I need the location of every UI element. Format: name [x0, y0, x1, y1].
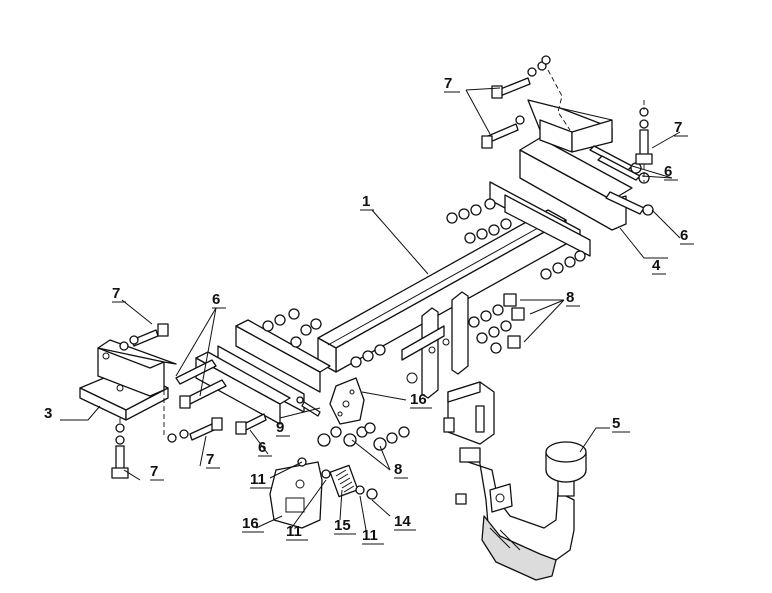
- tow-ball-neck: [455, 447, 575, 581]
- label-5: 5: [612, 415, 620, 432]
- label-7-right-upper: 7: [444, 75, 452, 92]
- label-15: 15: [334, 517, 351, 534]
- right-side-bracket: [489, 99, 633, 257]
- center-brackets: [401, 291, 469, 399]
- label-6-left-upper: 6: [212, 291, 220, 308]
- left-mounting-bracket: [79, 339, 177, 421]
- left-bracket-bolts: [175, 359, 267, 435]
- leader-lines: [60, 87, 681, 531]
- label-6-left-lower: 6: [258, 439, 266, 456]
- bolt-9: [296, 396, 321, 417]
- spring-15: [329, 464, 359, 498]
- crossbeam: [317, 209, 567, 373]
- right-upper-bolts: [481, 55, 653, 182]
- label-16-upper: 16: [410, 391, 427, 408]
- left-side-plates: [195, 319, 331, 425]
- label-7-left-lower: 7: [206, 451, 214, 468]
- label-8-center: 8: [394, 461, 402, 478]
- label-9: 9: [276, 419, 284, 436]
- label-1: 1: [362, 193, 370, 210]
- part-labels: 1 3 4 5 6 6 6 6 7 7 7 7 7 8 8 9 11 11 11…: [44, 75, 688, 544]
- label-8-right: 8: [566, 289, 574, 306]
- label-6-right-lower: 6: [680, 227, 688, 244]
- label-4: 4: [652, 257, 661, 274]
- label-11-right: 11: [362, 527, 378, 544]
- label-7-left-upper: 7: [112, 285, 120, 302]
- center-bolts-8: [317, 293, 525, 451]
- label-14: 14: [394, 513, 411, 530]
- right-nuts-washers: [446, 198, 586, 280]
- label-16-lower: 16: [242, 515, 259, 532]
- label-7-left-bottom: 7: [150, 463, 158, 480]
- label-11-middle: 11: [286, 523, 302, 540]
- label-3: 3: [44, 405, 52, 422]
- right-bracket-bolts: [589, 145, 654, 216]
- socket-plate-lower: [269, 457, 331, 529]
- washer-nut-small: [355, 485, 378, 500]
- tow-ball: [545, 441, 587, 497]
- label-11-left: 11: [250, 471, 266, 488]
- socket-housing: [443, 381, 495, 445]
- socket-plate-upper: [329, 377, 365, 425]
- left-bolts-7: [111, 323, 223, 479]
- label-7-right-side: 7: [674, 119, 682, 136]
- left-nuts-washers: [262, 308, 386, 368]
- label-underlines: [112, 91, 694, 545]
- label-6-right-upper: 6: [664, 163, 672, 180]
